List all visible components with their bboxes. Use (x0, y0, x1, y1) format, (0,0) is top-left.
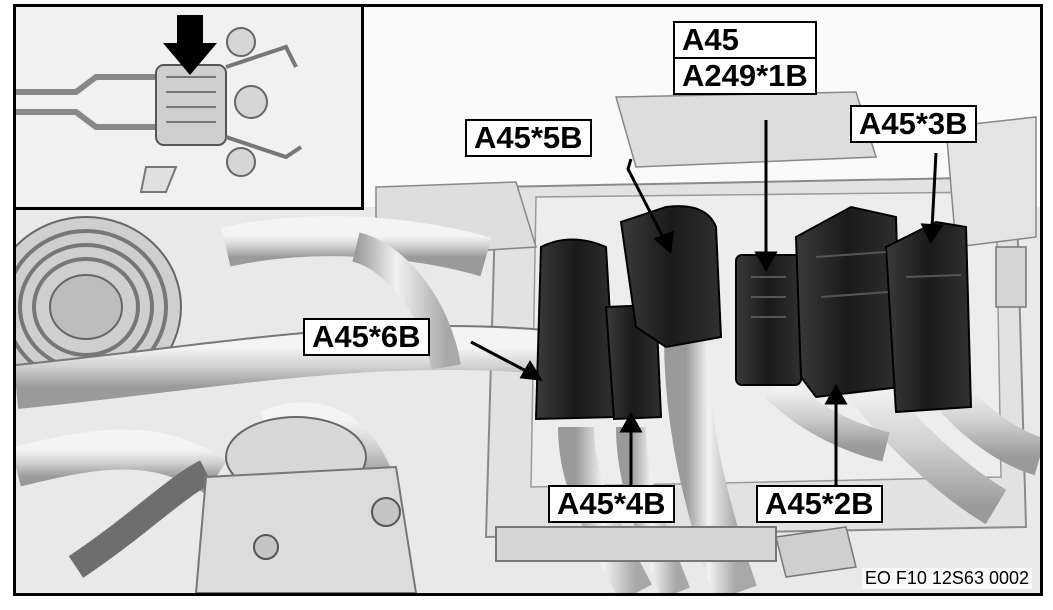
connector-a45-3b (884, 220, 973, 414)
label-a249-1b: A249*1B (675, 57, 815, 93)
label-a45-6b: A45*6B (303, 318, 430, 356)
connector-a45-6b (534, 238, 618, 421)
pipes (16, 216, 1040, 593)
lower-housing (194, 416, 857, 593)
label-a45: A45 (682, 22, 739, 57)
connectors (534, 205, 973, 421)
leader-lines (470, 120, 944, 487)
label-a45-a249-1b: A45 A249*1B (673, 21, 817, 95)
connector-a45-2b (794, 205, 903, 399)
figure-reference: EO F10 12S63 0002 (861, 568, 1032, 589)
connector-a249-1b (735, 254, 802, 386)
label-a45-5b: A45*5B (465, 119, 592, 157)
label-a45-2b: A45*2B (756, 485, 883, 523)
label-a45-3b: A45*3B (850, 105, 977, 143)
locator-thumbnail (16, 15, 303, 193)
engine-illustration (16, 91, 1040, 593)
label-a45-4b: A45*4B (548, 485, 675, 523)
connector-a45-5b (619, 205, 723, 349)
locator-inset (16, 7, 364, 210)
locator-arrow (163, 15, 217, 75)
diagram-frame: A45*5B A45 A249*1B A45*3B A45*6B A45*4B … (13, 4, 1043, 596)
